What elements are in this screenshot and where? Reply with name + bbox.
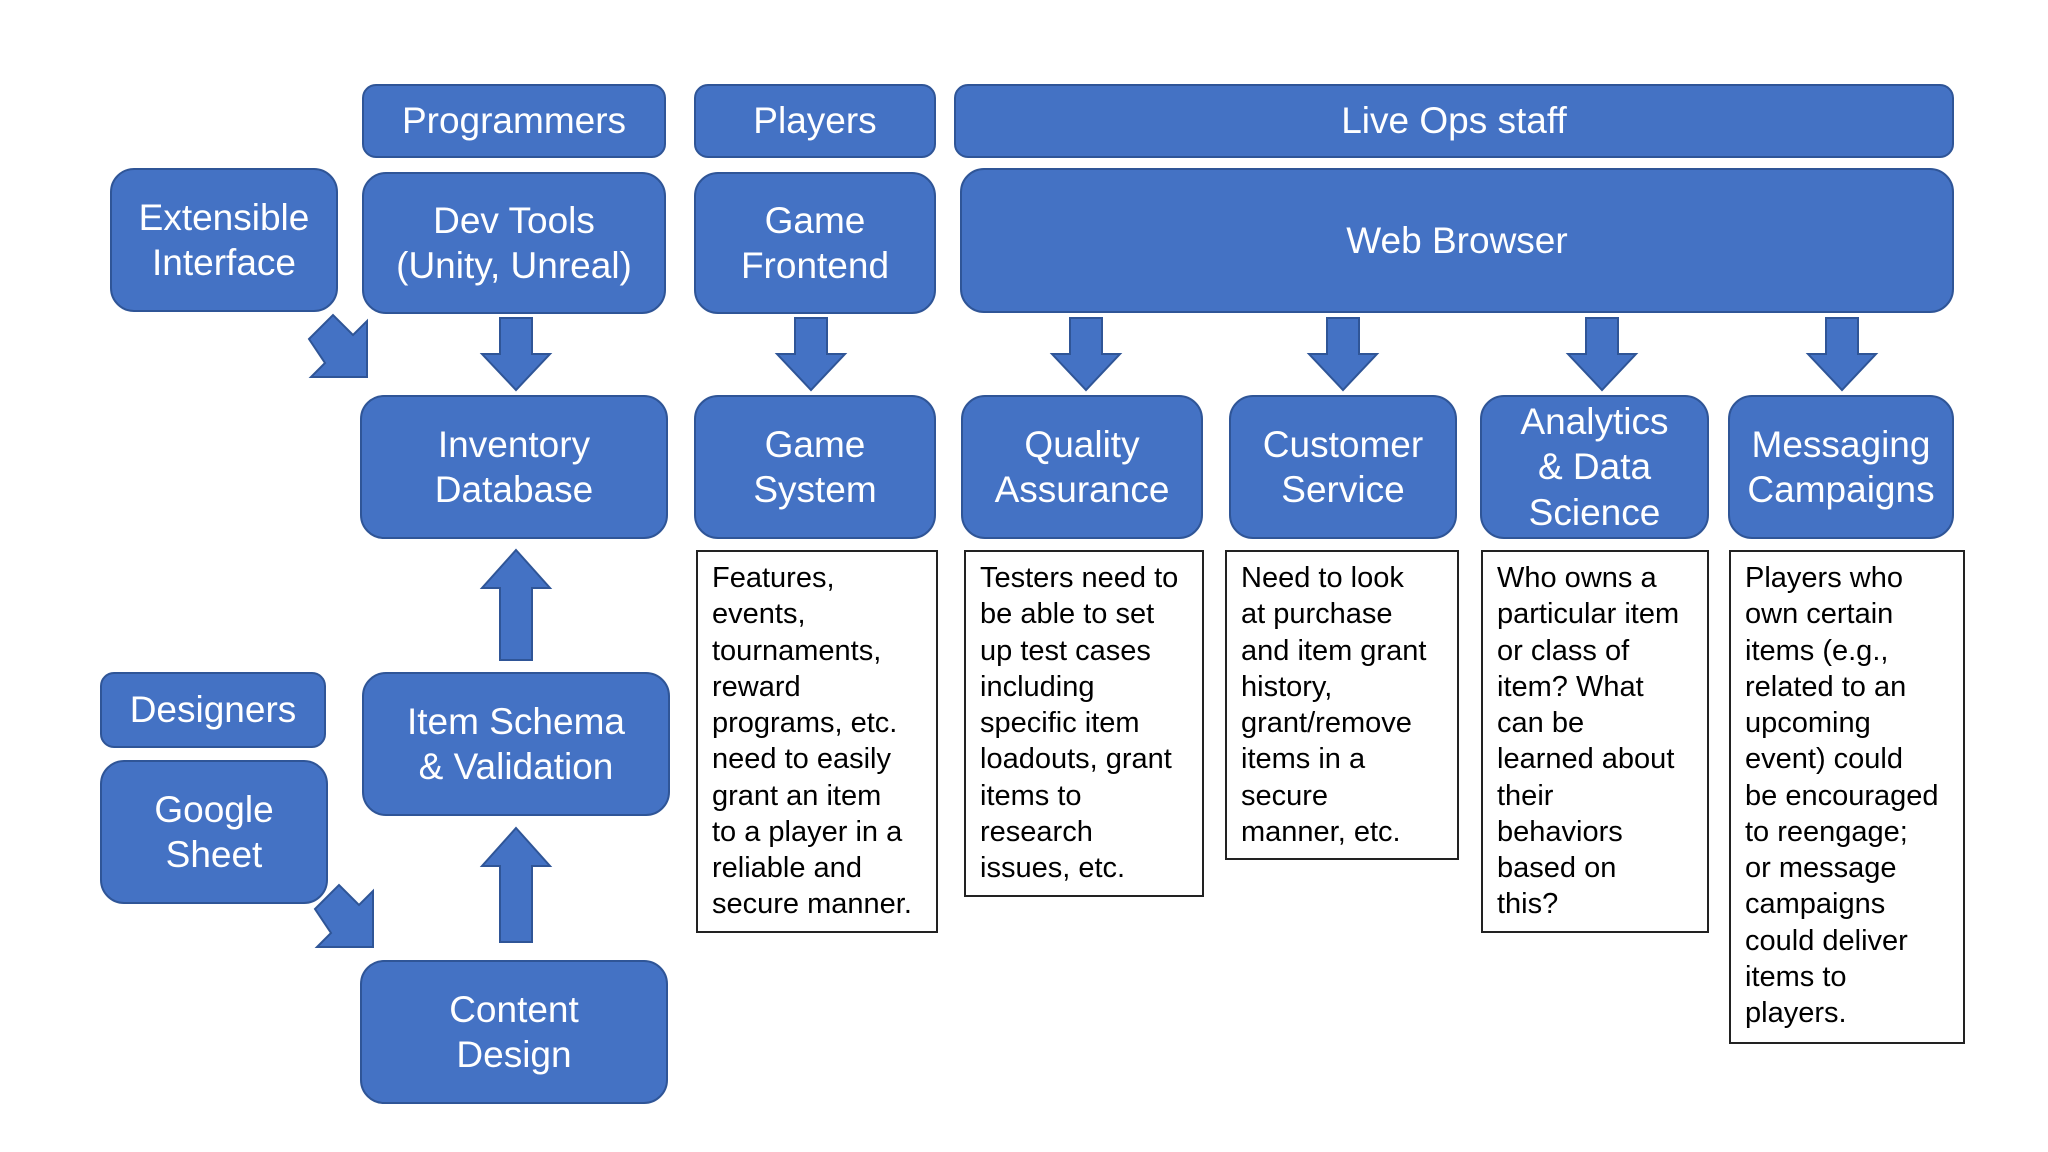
arrow-schema-to-inventory xyxy=(479,548,553,661)
quality-assurance-note: Testers need to be able to set up test c… xyxy=(964,550,1204,897)
designers-header: Designers xyxy=(100,672,326,748)
customer-service-box: Customer Service xyxy=(1229,395,1457,539)
programmers-header: Programmers xyxy=(362,84,666,158)
game-system-note: Features, events, tournaments, reward pr… xyxy=(696,550,938,933)
arrow-browser-to-messaging xyxy=(1805,317,1879,392)
game-frontend-box: Game Frontend xyxy=(694,172,936,314)
inventory-database-box: Inventory Database xyxy=(360,395,668,539)
messaging-campaigns-note: Players who own certain items (e.g., rel… xyxy=(1729,550,1965,1044)
messaging-campaigns-box: Messaging Campaigns xyxy=(1728,395,1954,539)
dev-tools-box: Dev Tools (Unity, Unreal) xyxy=(362,172,666,314)
arrow-extensible-to-inventory xyxy=(307,313,368,378)
google-sheet-box: Google Sheet xyxy=(100,760,328,904)
players-header: Players xyxy=(694,84,936,158)
arrow-browser-to-analytics xyxy=(1565,317,1639,392)
web-browser-box: Web Browser xyxy=(960,168,1954,313)
arrow-browser-to-qa xyxy=(1049,317,1123,392)
extensible-interface-box: Extensible Interface xyxy=(110,168,338,312)
arrow-google-sheet-to-content-design xyxy=(313,883,374,948)
content-design-box: Content Design xyxy=(360,960,668,1104)
arrow-content-design-to-schema xyxy=(479,826,553,943)
quality-assurance-box: Quality Assurance xyxy=(961,395,1203,539)
customer-service-note: Need to look at purchase and item grant … xyxy=(1225,550,1459,860)
arrow-dev-tools-to-inventory xyxy=(479,317,553,392)
arrow-browser-to-customer-service xyxy=(1306,317,1380,392)
analytics-data-science-box: Analytics & Data Science xyxy=(1480,395,1709,539)
arrow-frontend-to-game-system xyxy=(774,317,848,392)
game-system-box: Game System xyxy=(694,395,936,539)
item-schema-validation-box: Item Schema & Validation xyxy=(362,672,670,816)
analytics-note: Who owns a particular item or class of i… xyxy=(1481,550,1709,933)
live-ops-staff-header: Live Ops staff xyxy=(954,84,1954,158)
